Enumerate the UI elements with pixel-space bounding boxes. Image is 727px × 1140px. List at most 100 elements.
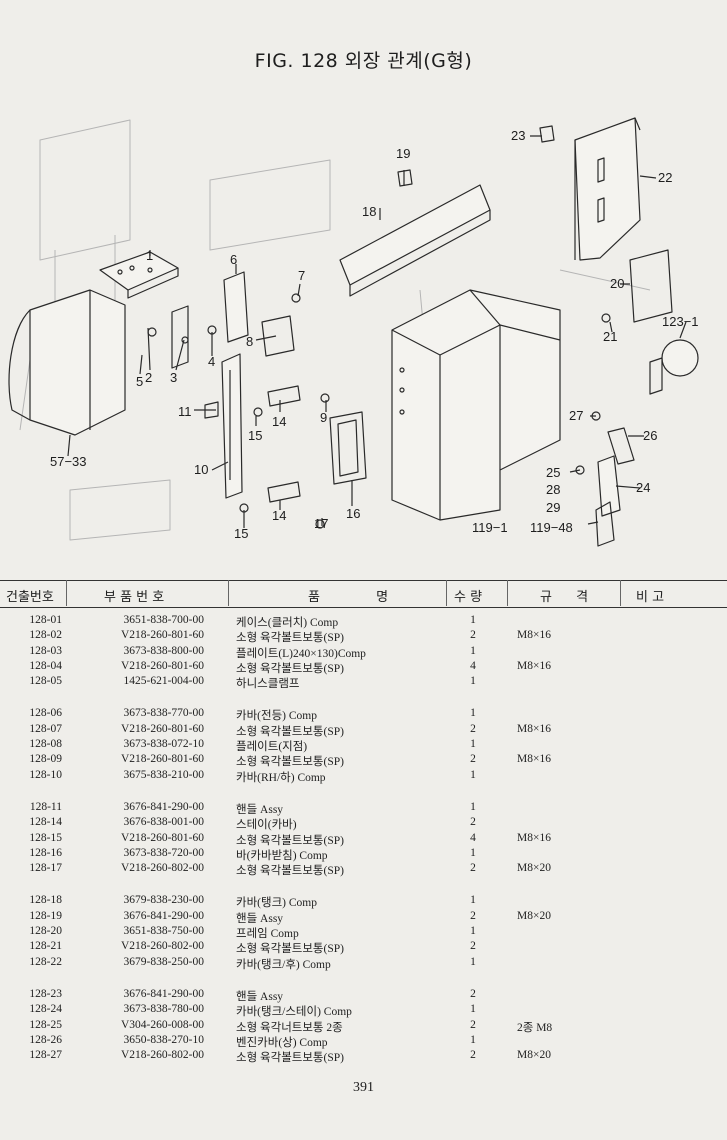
exploded-parts-diagram: 1 2 3 4 5 6 7 8 9 10 11 14 15 14 15 16 1… xyxy=(8,117,699,547)
part-name-cell: 소형 육각볼트보통(SP) xyxy=(236,725,344,738)
qty-cell: 4 xyxy=(470,659,476,672)
ref-cell: 128-16 xyxy=(29,846,62,859)
spec-cell: M8×16 xyxy=(517,722,551,735)
ref-cell: 128-24 xyxy=(29,1003,62,1016)
callout-6: 6 xyxy=(230,252,237,267)
qty-cell: 2 xyxy=(470,940,476,953)
part-name-cell: 카바(탱크) Comp xyxy=(236,897,317,910)
page-number: 391 xyxy=(353,1080,374,1095)
ref-cell: 128-25 xyxy=(29,1018,62,1031)
qty-cell: 2 xyxy=(470,816,476,829)
callout-labels: 1 2 3 4 5 6 7 8 9 10 11 14 15 14 15 16 1… xyxy=(50,128,699,541)
part-name-cell: 스테이(카바) xyxy=(236,819,297,832)
part-no-cell: V218-260-801-60 xyxy=(120,629,204,642)
ref-cell: 128-05 xyxy=(29,675,62,688)
ref-cell: 128-01 xyxy=(29,614,62,626)
qty-cell: 1 xyxy=(470,1003,476,1016)
part-no-cell: V304-260-008-00 xyxy=(120,1018,204,1031)
part-no-cell: V218-260-801-60 xyxy=(120,722,204,735)
ref-cell: 128-19 xyxy=(29,909,62,922)
part-no-cell: V218-260-802-00 xyxy=(120,1049,204,1062)
ref-cell: 128-09 xyxy=(29,753,62,766)
part-name-cell: 핸들 Assy xyxy=(236,803,284,816)
callout-29: 29 xyxy=(546,500,560,515)
callout-26: 26 xyxy=(643,428,657,443)
part-name-cell: 프레임 Comp xyxy=(236,928,299,941)
ref-cell: 128-18 xyxy=(29,894,62,907)
part-name-cell: 소형 육각볼트보통(SP) xyxy=(236,834,344,847)
callout-8: 8 xyxy=(246,334,253,349)
part-no-cell: 3679-838-250-00 xyxy=(123,955,205,968)
qty-cell: 1 xyxy=(470,894,476,907)
part-name-cell: 소형 육각볼트보통(SP) xyxy=(236,632,344,645)
part-name-cell: 카바(RH/하) Comp xyxy=(236,771,326,784)
header-spec: 규 격 xyxy=(540,590,589,605)
ref-cell: 128-23 xyxy=(29,987,62,1000)
part-no-cell: 3676-841-290-00 xyxy=(123,800,205,813)
callout-18: 18 xyxy=(362,204,376,219)
callout-28: 28 xyxy=(546,482,560,497)
spec-cell: M8×16 xyxy=(517,629,551,642)
qty-cell: 1 xyxy=(470,675,476,688)
callout-123-1: 123−1 xyxy=(662,314,699,329)
qty-cell: 2 xyxy=(470,1049,476,1062)
callout-22: 22 xyxy=(658,170,672,185)
ref-cell: 128-10 xyxy=(29,768,62,781)
header-ref-no: 건출번호 xyxy=(6,590,54,605)
spec-cell: M8×20 xyxy=(517,1049,551,1062)
qty-cell: 2 xyxy=(470,753,476,766)
ref-cell: 128-14 xyxy=(29,816,62,829)
callout-5: 5 xyxy=(136,374,143,389)
figure-title: FIG. 128 외장 관계(G형) xyxy=(254,50,473,72)
qty-cell: 1 xyxy=(470,1033,476,1046)
ref-cell: 128-22 xyxy=(29,955,62,968)
part-name-cell: 카바(전등) Comp xyxy=(236,710,317,723)
part-no-cell: 3673-838-800-00 xyxy=(123,644,205,657)
part-no-cell: 3675-838-210-00 xyxy=(123,768,205,781)
qty-cell: 2 xyxy=(470,629,476,642)
part-no-cell: 1425-621-004-00 xyxy=(123,675,205,688)
part-name-cell: 핸들 Assy xyxy=(236,990,284,1003)
ref-cell: 128-17 xyxy=(29,862,62,875)
part-no-cell: 3676-841-290-00 xyxy=(123,909,205,922)
callout-15b: 15 xyxy=(234,526,248,541)
callout-4: 4 xyxy=(208,354,215,369)
part-no-cell: 3650-838-270-10 xyxy=(123,1033,205,1046)
part-name-cell: 바(카바받침) Comp xyxy=(236,849,328,862)
part-name-cell: 핸들 Assy xyxy=(236,912,284,925)
callout-21: 21 xyxy=(603,329,617,344)
ref-cell: 128-04 xyxy=(29,659,62,672)
qty-cell: 1 xyxy=(470,738,476,751)
part-name-cell: 소형 육각볼트보통(SP) xyxy=(236,1052,344,1065)
qty-cell: 2 xyxy=(470,987,476,1000)
callout-3: 3 xyxy=(170,370,177,385)
callout-10: 10 xyxy=(194,462,208,477)
part-name-cell: 플레이트(지점) xyxy=(236,741,308,754)
header-remarks: 비 고 xyxy=(636,590,665,605)
callout-15a: 15 xyxy=(248,428,262,443)
qty-cell: 1 xyxy=(470,707,476,720)
table-header: 건출번호 부 품 번 호 품 명 수 량 규 격 비 고 xyxy=(0,580,727,608)
qty-cell: 2 xyxy=(470,1018,476,1031)
qty-cell: 4 xyxy=(470,831,476,844)
callout-119-1: 119−1 xyxy=(472,520,508,535)
